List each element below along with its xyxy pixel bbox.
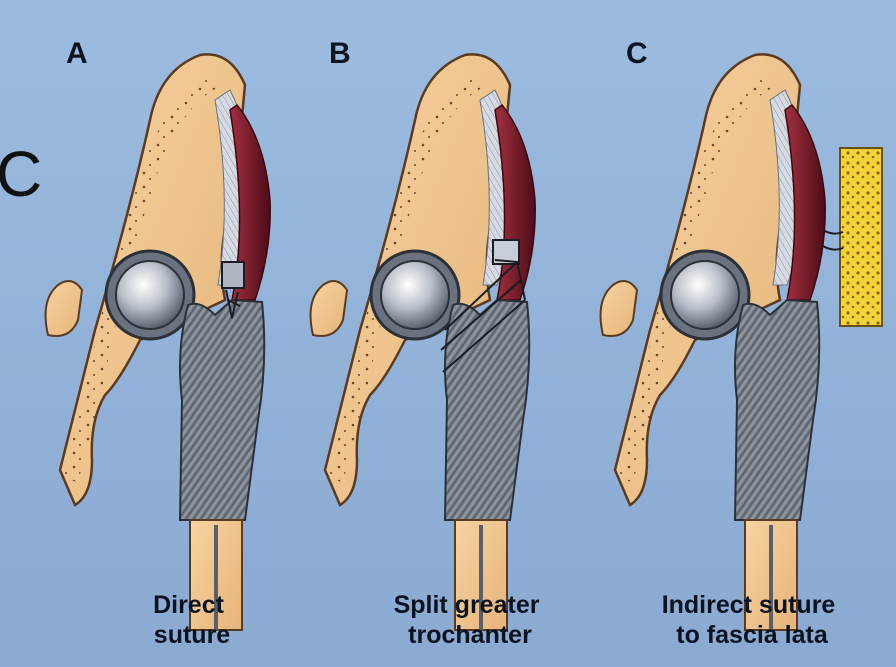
panel-letter-c: C <box>626 37 648 70</box>
side-partial-glyph: C <box>0 138 42 210</box>
panel-letter-b: B <box>329 37 351 70</box>
fascia-lata-graft <box>840 148 882 326</box>
panel-letter-a: A <box>66 37 88 70</box>
